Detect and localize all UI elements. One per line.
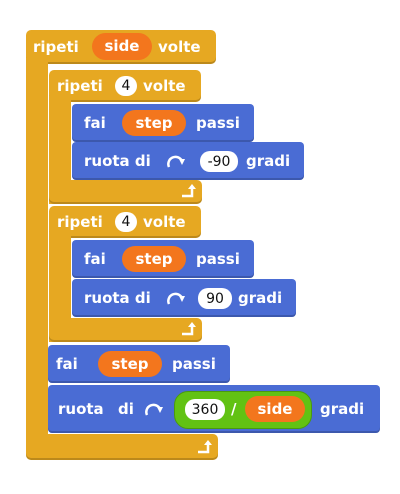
outer-times-word: volte: [158, 38, 201, 56]
repeat-2-footer: [49, 318, 202, 342]
move-2-do-word: fai: [84, 250, 106, 268]
repeat-2-count-input[interactable]: 4: [115, 212, 137, 232]
turn-2-degrees-input[interactable]: 90: [198, 288, 232, 309]
division-denominator-variable[interactable]: side: [245, 396, 305, 422]
turn-2-word: ruota di: [84, 289, 151, 307]
outer-repeat-footer: [26, 434, 218, 460]
return-arrow-icon: [198, 440, 212, 454]
turn-block-3[interactable]: ruota di 360 / side gradi: [48, 385, 380, 433]
clockwise-turn-icon: [167, 292, 185, 305]
turn-1-word: ruota di: [84, 152, 151, 170]
repeat-1-count-input[interactable]: 4: [115, 76, 137, 96]
outer-repeat-arm: [26, 58, 48, 458]
outer-repeat-word: ripeti: [33, 38, 79, 56]
repeat-2-times-word: volte: [143, 213, 186, 231]
move-2-steps-word: passi: [196, 250, 240, 268]
clockwise-turn-icon: [145, 403, 163, 416]
turn-1-degrees-word: gradi: [246, 152, 291, 170]
move-block-3[interactable]: fai step passi: [48, 345, 230, 383]
return-arrow-icon: [182, 184, 196, 198]
move-3-do-word: fai: [56, 355, 78, 373]
repeat-2-word: ripeti: [57, 213, 103, 231]
move-1-steps-word: passi: [196, 114, 240, 132]
turn-3-degrees-word: gradi: [320, 400, 365, 418]
repeat-2-arm: [49, 232, 71, 342]
turn-block-2[interactable]: ruota di 90 gradi: [72, 279, 296, 317]
turn-block-1[interactable]: ruota di -90 gradi: [72, 142, 304, 180]
move-block-2[interactable]: fai step passi: [72, 240, 254, 278]
division-operator-symbol: /: [231, 400, 237, 418]
turn-3-of-word: di: [118, 400, 134, 418]
move-3-step-variable[interactable]: step: [98, 351, 162, 377]
turn-2-degrees-word: gradi: [238, 289, 283, 307]
return-arrow-icon: [182, 322, 196, 336]
turn-3-word: ruota: [58, 400, 104, 418]
repeat-1-arm: [49, 96, 71, 204]
move-1-do-word: fai: [84, 114, 106, 132]
move-block-1[interactable]: fai step passi: [72, 104, 254, 142]
repeat-1-footer: [49, 180, 202, 204]
clockwise-turn-icon: [167, 155, 185, 168]
move-1-step-variable[interactable]: step: [122, 110, 186, 136]
division-numerator-input[interactable]: 360: [185, 399, 225, 420]
outer-repeat-count-variable[interactable]: side: [92, 33, 152, 60]
move-2-step-variable[interactable]: step: [122, 246, 186, 272]
repeat-1-times-word: volte: [143, 77, 186, 95]
move-3-steps-word: passi: [172, 355, 216, 373]
turn-1-degrees-input[interactable]: -90: [200, 151, 238, 172]
division-operator-block[interactable]: 360 / side: [174, 391, 312, 429]
repeat-1-word: ripeti: [57, 77, 103, 95]
